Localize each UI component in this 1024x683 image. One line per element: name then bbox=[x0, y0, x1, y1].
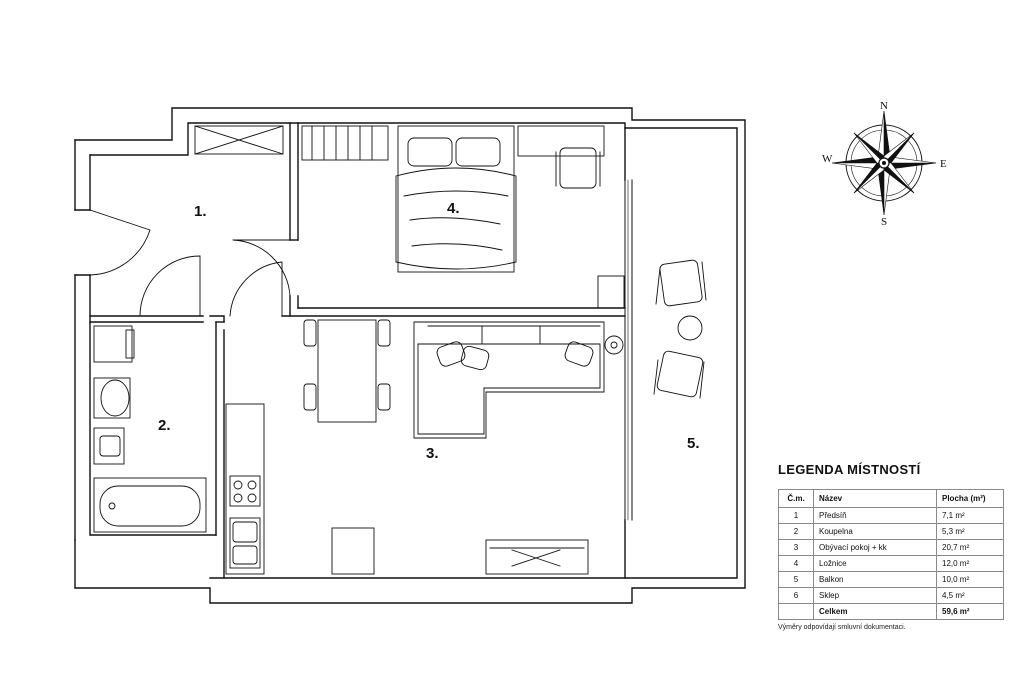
room-label-3: 3. bbox=[426, 445, 439, 462]
legend-title: LEGENDA MÍSTNOSTÍ bbox=[778, 462, 921, 477]
legend-header-row: Č.m. Název Plocha (m²) bbox=[778, 489, 1004, 508]
legend-cell-area: 12,0 m² bbox=[936, 555, 1004, 572]
living-furniture bbox=[225, 319, 624, 575]
table-row: 1 Předsíň 7,1 m² bbox=[778, 507, 1004, 524]
interior-walls bbox=[89, 122, 633, 579]
compass-rose-icon: N S E W bbox=[822, 100, 947, 228]
table-row: 4 Ložnice 12,0 m² bbox=[778, 555, 1004, 572]
legend-cell-number: 6 bbox=[778, 587, 814, 604]
room-label-1: 1. bbox=[194, 203, 207, 220]
legend-header-number: Č.m. bbox=[778, 489, 814, 508]
legend-cell-name: Sklep bbox=[813, 587, 937, 604]
room-label-5: 5. bbox=[687, 435, 700, 452]
legend-cell-number: 2 bbox=[778, 523, 814, 540]
legend-cell-number: 5 bbox=[778, 571, 814, 588]
legend-header-area: Plocha (m²) bbox=[936, 489, 1004, 508]
legend-note: Výměry odpovídají smluvní dokumentaci. bbox=[778, 624, 906, 631]
legend-total-label: Celkem bbox=[813, 603, 937, 620]
legend-header-name: Název bbox=[813, 489, 937, 508]
legend-total-area: 59,6 m² bbox=[936, 603, 1004, 620]
table-row: 2 Koupelna 5,3 m² bbox=[778, 523, 1004, 540]
legend-cell-name: Předsíň bbox=[813, 507, 937, 524]
legend-cell-area: 5,3 m² bbox=[936, 523, 1004, 540]
legend-total-number bbox=[778, 603, 814, 620]
room-label-4: 4. bbox=[447, 200, 460, 217]
legend-cell-area: 7,1 m² bbox=[936, 507, 1004, 524]
compass-north: N bbox=[880, 100, 888, 112]
compass-south: S bbox=[881, 216, 887, 228]
legend-total-row: Celkem 59,6 m² bbox=[778, 603, 1004, 620]
compass-west: W bbox=[822, 153, 833, 165]
compass-east: E bbox=[940, 158, 947, 170]
legend-cell-area: 10,0 m² bbox=[936, 571, 1004, 588]
room-label-2: 2. bbox=[158, 417, 171, 434]
room-legend: LEGENDA MÍSTNOSTÍ Č.m. Název Plocha (m²)… bbox=[778, 462, 1004, 631]
table-row: 3 Obývací pokoj + kk 20,7 m² bbox=[778, 539, 1004, 556]
legend-cell-name: Ložnice bbox=[813, 555, 937, 572]
legend-cell-name: Obývací pokoj + kk bbox=[813, 539, 937, 556]
legend-cell-number: 3 bbox=[778, 539, 814, 556]
bathroom-fixtures bbox=[93, 325, 207, 533]
table-row: 5 Balkon 10,0 m² bbox=[778, 571, 1004, 588]
legend-cell-name: Koupelna bbox=[813, 523, 937, 540]
legend-cell-name: Balkon bbox=[813, 571, 937, 588]
legend-table: Č.m. Název Plocha (m²) 1 Předsíň 7,1 m² … bbox=[778, 489, 1004, 620]
bedroom-furniture bbox=[301, 125, 625, 309]
balcony-furniture bbox=[653, 259, 707, 399]
room-labels: 1. 2. 3. 4. 5. bbox=[158, 200, 700, 462]
exterior-walls bbox=[74, 107, 746, 604]
table-row: 6 Sklep 4,5 m² bbox=[778, 587, 1004, 604]
closet bbox=[194, 125, 284, 155]
doors bbox=[89, 209, 291, 317]
legend-cell-number: 1 bbox=[778, 507, 814, 524]
legend-cell-area: 4,5 m² bbox=[936, 587, 1004, 604]
legend-cell-area: 20,7 m² bbox=[936, 539, 1004, 556]
legend-cell-number: 4 bbox=[778, 555, 814, 572]
